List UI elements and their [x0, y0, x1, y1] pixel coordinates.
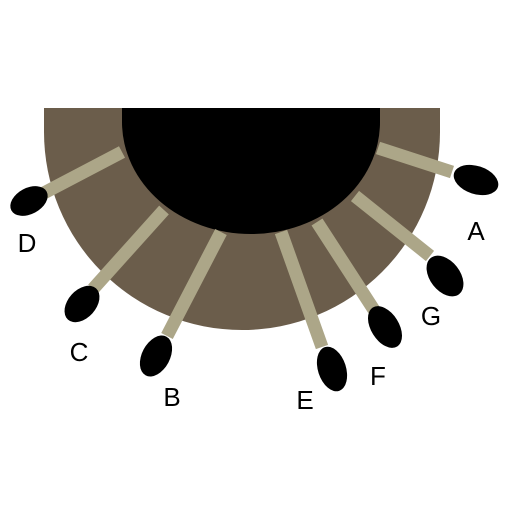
black-center-hole	[122, 108, 380, 234]
match-F-head	[367, 306, 403, 348]
match-B-head	[139, 335, 173, 377]
match-G	[350, 190, 464, 297]
match-A	[375, 141, 499, 196]
match-C-stick	[88, 205, 169, 294]
match-B	[139, 229, 227, 377]
match-E-head	[316, 346, 348, 392]
match-C	[64, 205, 169, 323]
match-A-stick	[375, 141, 455, 179]
label-D: D	[18, 228, 37, 258]
label-B: B	[163, 382, 180, 412]
match-F-stick	[311, 218, 380, 314]
match-group	[10, 141, 499, 392]
label-A: A	[467, 216, 485, 246]
match-F	[311, 218, 403, 348]
label-C: C	[70, 337, 89, 367]
match-E	[274, 229, 348, 392]
label-F: F	[370, 361, 386, 391]
match-B-stick	[161, 229, 227, 339]
match-C-head	[64, 285, 100, 323]
label-E: E	[296, 385, 313, 415]
label-G: G	[421, 301, 441, 331]
label-group: D C B E F G A	[18, 216, 486, 415]
match-E-stick	[274, 229, 329, 350]
match-D-head	[10, 186, 48, 216]
match-A-head	[453, 164, 499, 196]
match-D	[10, 146, 126, 216]
match-D-stick	[36, 146, 126, 201]
match-G-head	[426, 255, 464, 297]
match-G-stick	[350, 190, 435, 262]
